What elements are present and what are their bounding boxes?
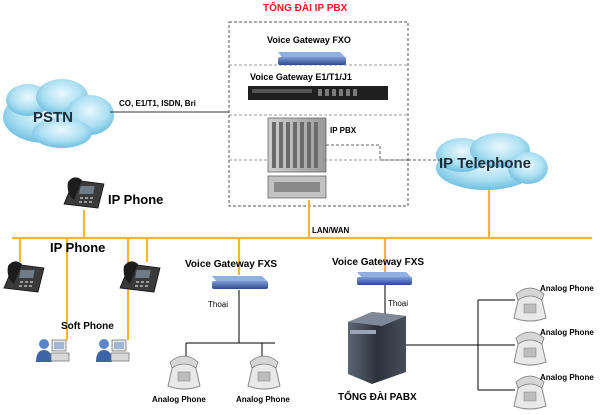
ip-phone-top-label: IP Phone	[108, 192, 164, 207]
ip-telephone-label: IP Telephone	[439, 155, 531, 172]
pstn-link-label: CO, E1/T1, ISDN, Bri	[119, 99, 196, 108]
analog-phone-label: Analog Phone	[236, 395, 290, 404]
pabx-label: TỔNG ĐÀI PABX	[338, 392, 417, 403]
ippbx-label: IP PBX	[330, 126, 357, 135]
fxs-gateway-1-line-label: Thoại	[208, 300, 229, 309]
analog-phone-label: Analog Phone	[540, 373, 594, 382]
analog-phone-label: Analog Phone	[540, 284, 594, 293]
soft-phone-label: Soft Phone	[61, 321, 114, 332]
lan-backbone	[12, 190, 592, 330]
fxs-gateway-2-label: Voice Gateway FXS	[332, 257, 425, 268]
pbx-rack-box	[228, 21, 409, 207]
analog-phone-label: Analog Phone	[540, 328, 594, 337]
fxs-gateway-1-device	[212, 276, 268, 289]
analog-phone-icon	[167, 355, 201, 390]
fxo-gateway-label: Voice Gateway FXO	[267, 35, 351, 45]
ip-phone-top-icon	[63, 176, 105, 209]
lan-wan-label: LAN/WAN	[312, 226, 350, 235]
fxo-gateway-device	[278, 52, 346, 65]
e1-gateway-device	[248, 86, 388, 100]
ip-telephone-cloud	[436, 133, 548, 190]
e1-gateway-label: Voice Gateway E1/T1/J1	[250, 72, 352, 82]
ippbx-chassis	[267, 117, 327, 199]
soft-phone-icon	[95, 338, 130, 363]
analog-phone-icon	[247, 355, 281, 390]
analog-phone-label: Analog Phone	[152, 395, 206, 404]
diagram-title: TỔNG ĐÀI IP PBX	[263, 3, 348, 14]
pabx-device	[348, 312, 406, 384]
ip-phone-left-icon	[3, 260, 45, 293]
ip-phone-middle-icon	[119, 260, 161, 293]
fxs-gateway-2-device	[357, 272, 412, 285]
pstn-cloud	[3, 79, 114, 148]
fxs-gateway-1-label: Voice Gateway FXS	[185, 259, 278, 270]
pstn-label: PSTN	[33, 109, 74, 126]
soft-phone-icon	[35, 338, 70, 363]
fxs-gateway-2-line-label: Thoại	[388, 299, 409, 308]
ip-phone-left-label: IP Phone	[50, 240, 106, 255]
